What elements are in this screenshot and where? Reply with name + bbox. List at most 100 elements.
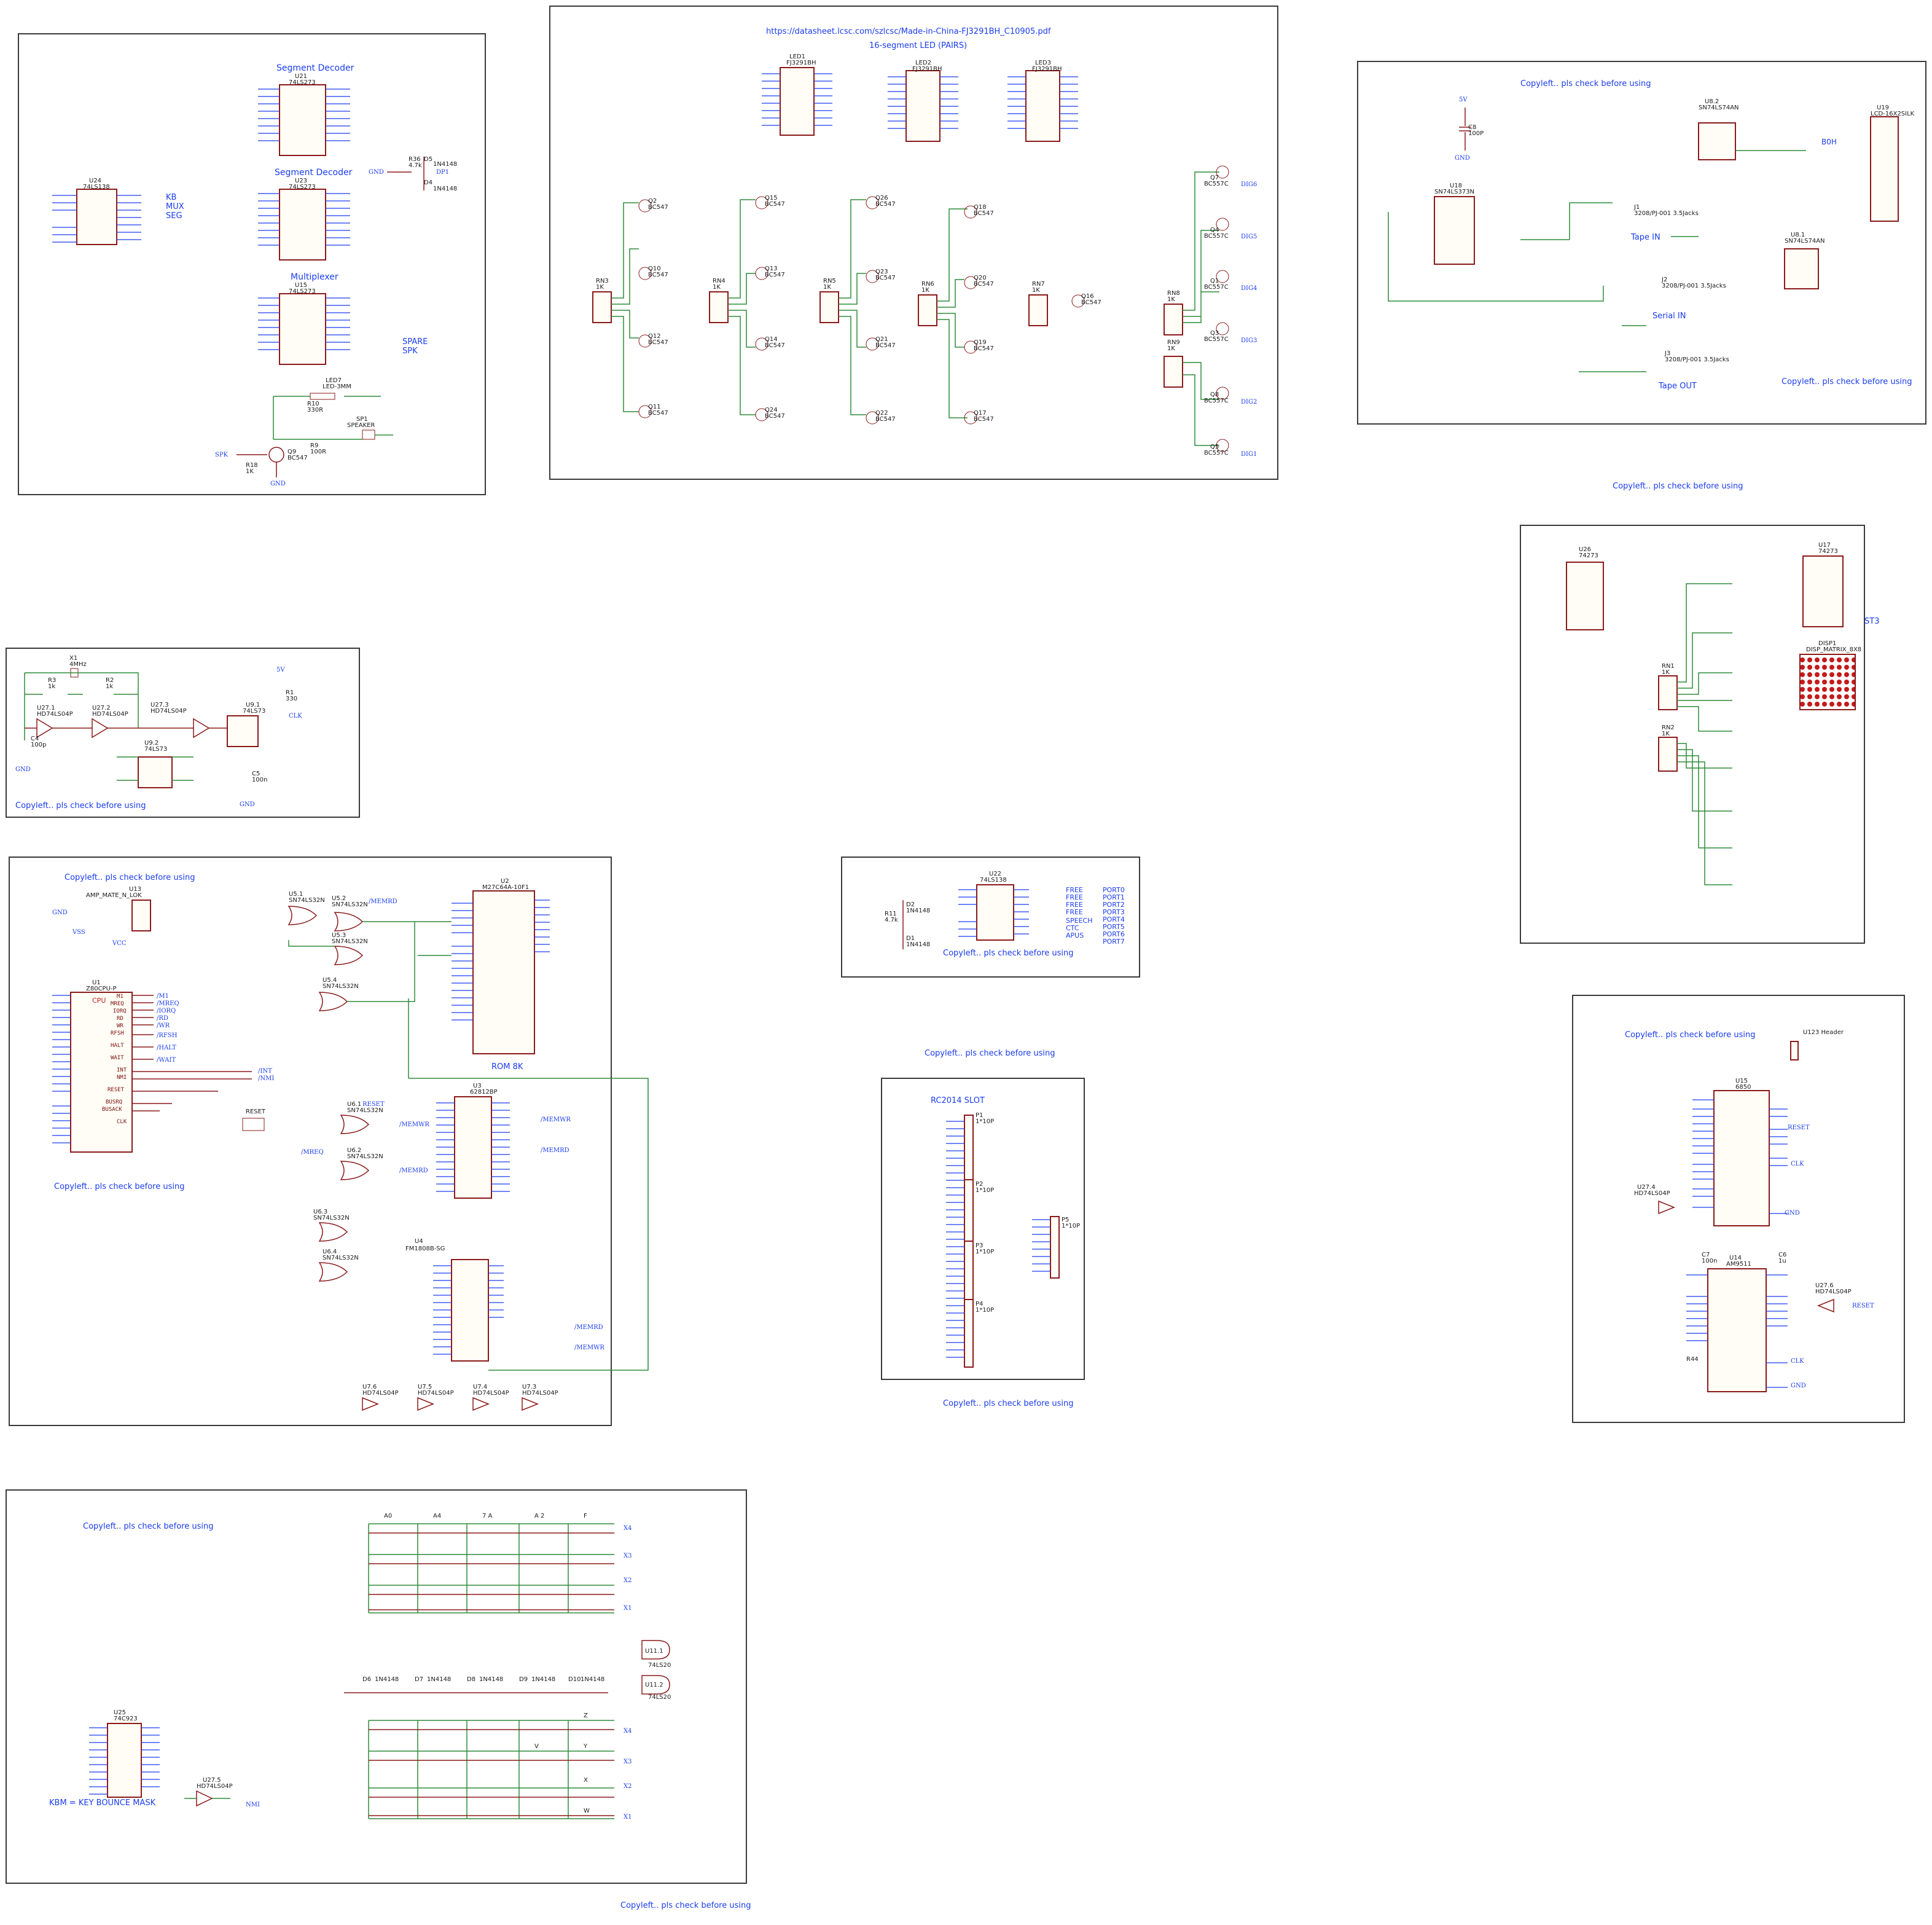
svg-text:7 A: 7 A — [482, 1513, 493, 1519]
svg-text:/MEMRD: /MEMRD — [541, 1147, 569, 1154]
svg-text:Z80CPU-P: Z80CPU-P — [86, 986, 117, 992]
svg-text:RD: RD — [117, 1016, 123, 1022]
svg-text:5V: 5V — [276, 667, 285, 673]
svg-text:GND: GND — [369, 169, 384, 176]
svg-text:U27.1: U27.1 — [37, 705, 55, 712]
svg-text:U5.4: U5.4 — [323, 977, 337, 984]
frame-serial — [1572, 995, 1905, 1423]
svg-text:BUSRQ: BUSRQ — [106, 1099, 122, 1105]
label-kb: KB — [166, 193, 176, 202]
led-title: 16-segment LED (PAIRS) — [869, 41, 967, 50]
svg-text:FM1808B-SG: FM1808B-SG — [405, 1245, 445, 1252]
svg-text:GND: GND — [15, 766, 31, 773]
cpu-green-wires — [288, 921, 649, 1371]
inverter-u274: U27.4 HD74LS04P — [1634, 1184, 1676, 1215]
c8-cap: 5V C8 100P GND — [1455, 96, 1484, 162]
svg-text:U26: U26 — [1579, 546, 1591, 553]
svg-text:RESET: RESET — [362, 1101, 385, 1108]
svg-text:DISP_MATRIX_8X8: DISP_MATRIX_8X8 — [1806, 646, 1861, 653]
svg-text:SN74LS373N: SN74LS373N — [1434, 189, 1474, 195]
svg-text:PORT7: PORT7 — [1103, 938, 1125, 946]
svg-text:U21: U21 — [295, 73, 307, 80]
svg-text:1K: 1K — [713, 284, 721, 291]
svg-text:BC547: BC547 — [974, 345, 994, 352]
svg-text:Q14: Q14 — [765, 336, 778, 343]
svg-text:WR: WR — [117, 1023, 123, 1029]
svg-text:1N4148: 1N4148 — [581, 1676, 604, 1683]
svg-text:Q9: Q9 — [287, 449, 296, 455]
svg-text:RFSH: RFSH — [111, 1030, 124, 1037]
frame-segment-decoder — [18, 33, 486, 495]
svg-text:D2: D2 — [906, 901, 915, 908]
svg-text:BC547: BC547 — [765, 413, 785, 420]
svg-text:PORT3: PORT3 — [1103, 908, 1125, 916]
svg-text:U27.3: U27.3 — [151, 702, 169, 708]
svg-text:BC547: BC547 — [875, 342, 896, 349]
svg-text:Q12: Q12 — [648, 333, 661, 340]
svg-text:Q22: Q22 — [875, 410, 888, 417]
svg-text:FJ3291BH: FJ3291BH — [786, 60, 816, 66]
clock-wires — [24, 672, 139, 740]
svg-text:LED-3MM: LED-3MM — [323, 383, 351, 390]
svg-text:GND: GND — [1785, 1210, 1800, 1217]
svg-text:1K: 1K — [246, 468, 254, 475]
led7-indicator: LED7 LED-3MM R10 330R — [273, 377, 381, 439]
svg-text:BC547: BC547 — [765, 272, 785, 278]
svg-text:/MEMRD: /MEMRD — [574, 1324, 603, 1331]
svg-text:U1: U1 — [92, 979, 101, 986]
frame-port-decoder — [841, 857, 1140, 978]
svg-text:R9: R9 — [310, 442, 318, 449]
svg-text:1N4148: 1N4148 — [427, 1676, 451, 1683]
svg-text:U27.6: U27.6 — [1815, 1282, 1834, 1289]
svg-text:M1: M1 — [117, 994, 123, 1000]
svg-text:/IORQ: /IORQ — [157, 1008, 176, 1014]
svg-text:DIG2: DIG2 — [1241, 399, 1257, 406]
svg-text:U25: U25 — [114, 1709, 126, 1716]
svg-text:BC557C: BC557C — [1204, 336, 1229, 343]
cpu-copyleft-mid: Copyleft.. pls check before using — [54, 1182, 184, 1191]
svg-text:SPK: SPK — [215, 452, 229, 458]
svg-text:DIG5: DIG5 — [1241, 233, 1257, 240]
svg-text:RESET: RESET — [1788, 1124, 1810, 1131]
label-spk: SPK — [402, 347, 418, 356]
svg-text:/WR: /WR — [157, 1022, 170, 1029]
svg-text:U8.1: U8.1 — [1791, 232, 1805, 238]
svg-text:/MEMRD: /MEMRD — [399, 1167, 428, 1174]
svg-text:C7: C7 — [1702, 1252, 1710, 1258]
svg-text:/MEMRD: /MEMRD — [369, 898, 397, 905]
chip-u19-lcd: U19 LCD-16X2SILK — [1870, 104, 1915, 222]
svg-text:100p: 100p — [31, 742, 46, 748]
svg-text:X3: X3 — [624, 1758, 632, 1765]
svg-text:R36: R36 — [409, 156, 421, 163]
label-tape-in: Tape IN — [1630, 233, 1660, 242]
svg-text:SN74LS32N: SN74LS32N — [347, 1153, 383, 1160]
svg-text:Q13: Q13 — [765, 265, 778, 272]
svg-text:R18: R18 — [246, 462, 258, 469]
svg-text:P3: P3 — [976, 1242, 983, 1249]
frame-led-matrix — [1520, 525, 1865, 944]
svg-text:NMI: NMI — [117, 1075, 127, 1081]
segment-title-1: Segment Decoder — [276, 63, 354, 73]
svg-text:GND: GND — [270, 480, 286, 487]
svg-text:Q19: Q19 — [974, 339, 987, 346]
svg-text:Q23: Q23 — [875, 269, 888, 275]
svg-text:1*10P: 1*10P — [1062, 1223, 1080, 1229]
svg-text:D8: D8 — [467, 1676, 475, 1683]
svg-text:1K: 1K — [1032, 287, 1040, 294]
svg-text:MREQ: MREQ — [111, 1001, 124, 1007]
frame-cpu — [9, 857, 612, 1426]
svg-text:BC547: BC547 — [287, 455, 308, 461]
svg-text:Q21: Q21 — [875, 336, 888, 343]
r3-ref: R3 — [48, 677, 56, 684]
svg-text:LED1: LED1 — [789, 53, 805, 60]
svg-text:X: X — [584, 1777, 588, 1784]
reset-button[interactable]: RESET RESET — [242, 1101, 385, 1131]
chip-u23: U23 74LS273 — [279, 178, 326, 261]
matrix-wires — [1677, 583, 1732, 885]
nand-gates: U11.1 74LS20 U11.2 74LS20 — [641, 1640, 671, 1701]
led-driver-wires — [611, 171, 1219, 446]
svg-text:74LS73: 74LS73 — [144, 746, 167, 753]
